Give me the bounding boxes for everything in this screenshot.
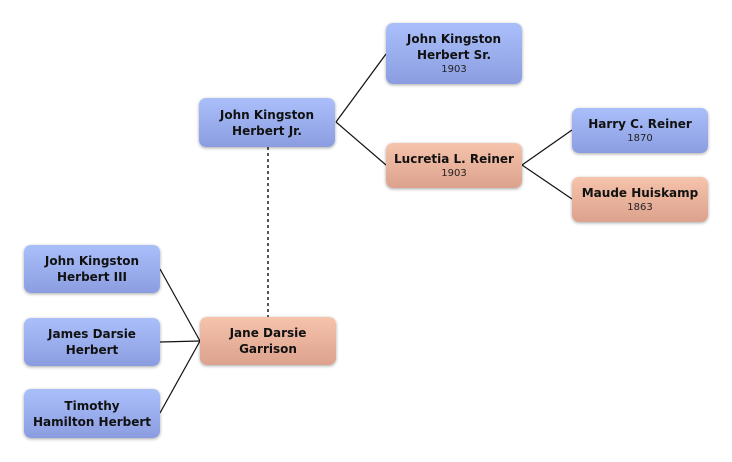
- person-timothy-hamilton-herbert[interactable]: Timothy Hamilton Herbert: [24, 389, 160, 438]
- person-year: 1863: [627, 202, 653, 213]
- person-year: 1903: [441, 64, 467, 75]
- person-name: John Kingston Herbert III: [44, 254, 140, 284]
- line-jane-timothy: [159, 340, 201, 414]
- person-john-kingston-herbert-iii[interactable]: John Kingston Herbert III: [24, 245, 160, 293]
- person-jane-darsie-garrison[interactable]: Jane Darsie Garrison: [200, 317, 336, 365]
- person-year: 1870: [627, 133, 653, 144]
- person-name: James Darsie Herbert: [48, 327, 136, 357]
- person-name: Jane Darsie Garrison: [229, 326, 307, 356]
- person-lucretia-reiner[interactable]: Lucretia L. Reiner 1903: [386, 143, 522, 188]
- person-name: Timothy Hamilton Herbert: [32, 398, 152, 429]
- line-lucretia-harry: [521, 129, 573, 166]
- person-james-darsie-herbert[interactable]: James Darsie Herbert: [24, 318, 160, 366]
- line-jane-james: [159, 340, 201, 343]
- person-name: John Kingston Herbert Jr.: [219, 107, 315, 138]
- line-lucretia-maude: [521, 164, 573, 200]
- person-john-kingston-herbert-sr[interactable]: John Kingston Herbert Sr. 1903: [386, 23, 522, 84]
- person-name: John Kingston Herbert Sr.: [406, 32, 502, 62]
- person-name: Harry C. Reiner: [588, 117, 692, 131]
- line-jane-iii: [159, 268, 201, 342]
- person-maude-huiskamp[interactable]: Maude Huiskamp 1863: [572, 177, 708, 222]
- person-name: Maude Huiskamp: [581, 186, 699, 200]
- person-john-kingston-herbert-jr[interactable]: John Kingston Herbert Jr.: [199, 98, 335, 147]
- line-jr-lucretia: [335, 121, 387, 166]
- person-year: 1903: [441, 168, 467, 179]
- line-jr-sr: [335, 53, 387, 123]
- person-harry-reiner[interactable]: Harry C. Reiner 1870: [572, 108, 708, 153]
- person-name: Lucretia L. Reiner: [394, 152, 514, 166]
